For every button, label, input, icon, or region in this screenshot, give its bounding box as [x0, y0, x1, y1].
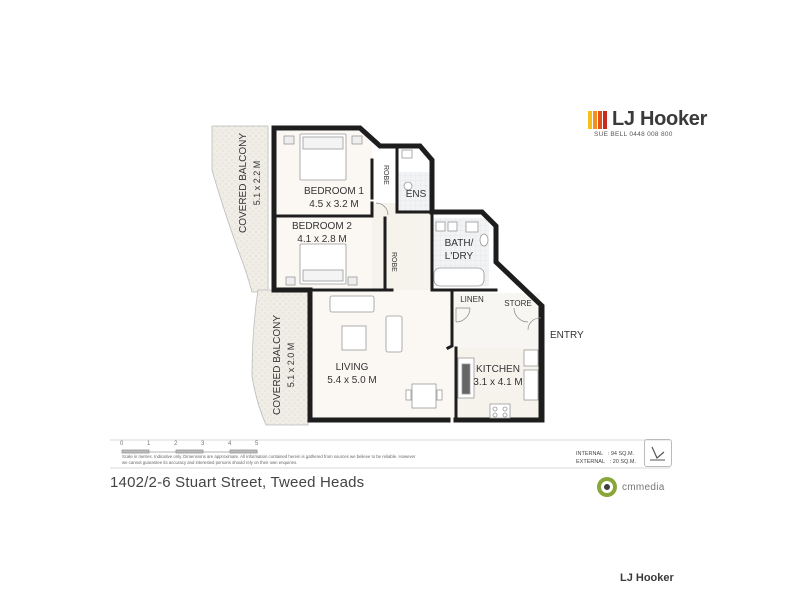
brand-mark-icon — [588, 110, 607, 129]
bath-label-line1: BATH/ — [445, 238, 474, 249]
bed-1 — [283, 133, 363, 181]
balcony-top-name: COVERED BALCONY — [238, 133, 249, 233]
scale-tick: 2 — [174, 441, 178, 447]
balcony-bottom — [251, 289, 309, 426]
balcony-top-size: 5.1 x 2.2 M — [252, 161, 262, 206]
bedroom2-size: 4.1 x 2.8 M — [297, 234, 346, 245]
kitchen-fixtures — [457, 349, 539, 419]
scale-tick: 0 — [120, 441, 124, 447]
balcony-top — [211, 125, 269, 293]
scale-bar — [121, 449, 258, 454]
external-value: : 20 SQ.M. — [609, 459, 636, 465]
hall-floor — [372, 203, 432, 293]
living-name: LIVING — [336, 362, 369, 373]
compass-icon — [644, 439, 672, 467]
area-summary: INTERNAL : 94 SQ.M. EXTERNAL : 20 SQ.M. — [576, 450, 636, 466]
bedroom1-size: 4.5 x 3.2 M — [309, 199, 358, 210]
scale-tick: 1 — [147, 441, 151, 447]
cmmedia-logo: cmmedia — [596, 476, 665, 498]
linen-label: LINEN — [460, 295, 484, 304]
scale-tick: 3 — [201, 441, 205, 447]
balcony-bottom-size: 5.1 x 2.0 M — [286, 343, 296, 388]
agent-contact: SUE BELL 0448 008 800 — [594, 131, 673, 138]
linen-store-floor — [452, 293, 540, 348]
bedroom1-name: BEDROOM 1 — [304, 186, 364, 197]
internal-value: : 94 SQ.M. — [607, 451, 635, 457]
living-size: 5.4 x 5.0 M — [327, 375, 376, 386]
store-label: STORE — [504, 299, 531, 308]
brand-logo: LJ Hooker — [588, 108, 707, 131]
scale-ticks: 0 1 2 3 4 5 — [120, 441, 260, 451]
outer-wall — [271, 125, 545, 423]
cmmedia-mark-icon — [597, 477, 617, 497]
property-address: 1402/2-6 Stuart Street, Tweed Heads — [110, 474, 365, 491]
bath-label-line2: L'DRY — [445, 251, 474, 262]
kitchen-name: KITCHEN — [476, 364, 520, 375]
disclaimer: Scale in metres. Indicative only. Dimens… — [122, 454, 416, 465]
balcony-bottom-name: COVERED BALCONY — [272, 315, 283, 415]
robe2-label: ROBE — [390, 252, 397, 272]
cmmedia-name: cmmedia — [622, 481, 665, 493]
robe1-label: ROBE — [382, 165, 389, 185]
ensuite-label: ENS — [406, 189, 427, 200]
entry-label: ENTRY — [550, 330, 584, 341]
brand-name: LJ Hooker — [612, 108, 708, 130]
living-furniture — [329, 295, 443, 409]
scale-tick: 4 — [228, 441, 232, 447]
ensuite-floor — [397, 172, 432, 212]
external-label: EXTERNAL — [576, 459, 606, 465]
internal-label: INTERNAL — [576, 451, 604, 457]
footer-brand: LJ Hooker — [620, 572, 674, 584]
inner-walls — [274, 144, 542, 422]
bedroom2-name: BEDROOM 2 — [292, 221, 352, 232]
bed-2 — [285, 243, 358, 286]
kitchen-size: 3.1 x 4.1 M — [473, 377, 522, 388]
scale-tick: 5 — [255, 441, 259, 447]
